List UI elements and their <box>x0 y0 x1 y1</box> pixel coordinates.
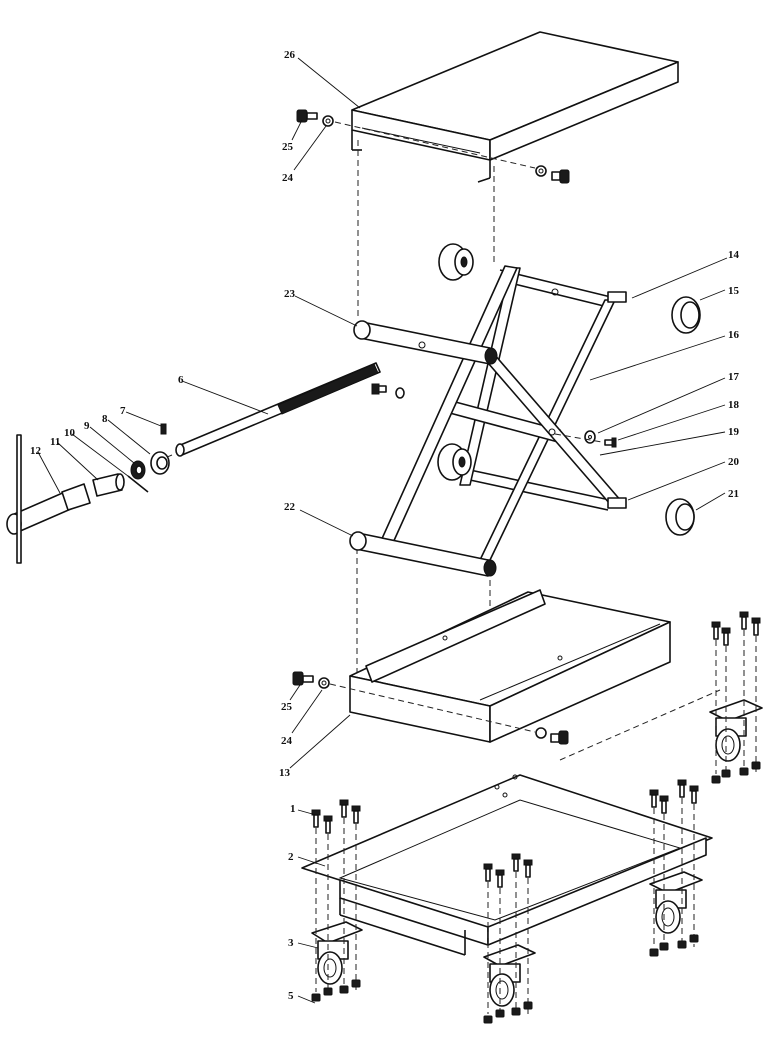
caster-upper-right <box>709 699 763 762</box>
callout-15: 15 <box>728 285 740 297</box>
callout-21: 21 <box>728 488 739 500</box>
screw-sets <box>311 611 761 1024</box>
coupling-11 <box>92 473 125 497</box>
bearing-8 <box>150 451 170 475</box>
lower-bolt-left <box>292 671 330 689</box>
callout-8: 8 <box>102 413 108 425</box>
callout-2: 2 <box>288 851 294 863</box>
callout-16: 16 <box>728 329 740 341</box>
caster-rear-right <box>649 871 703 934</box>
callout-12: 12 <box>30 445 42 457</box>
callout-14: 14 <box>728 249 740 261</box>
top-bolt-left <box>296 109 334 127</box>
callout-20: 20 <box>728 456 740 468</box>
callout-19: 19 <box>728 426 740 438</box>
callout-1: 1 <box>290 803 296 815</box>
handle-10 <box>127 475 149 493</box>
pin-7 <box>160 423 167 435</box>
callout-24-bottom: 24 <box>281 735 293 747</box>
mid-bolt-left <box>371 383 405 399</box>
callout-18: 18 <box>728 399 740 411</box>
caster-front-right <box>483 944 536 1007</box>
callout-5: 5 <box>288 990 294 1002</box>
roller-mid-left <box>437 443 472 481</box>
callout-13: 13 <box>279 767 291 779</box>
base-pan-part <box>301 774 713 956</box>
top-saddle-part <box>351 31 679 183</box>
top-bolt-right <box>535 165 570 184</box>
callout-24-top: 24 <box>282 172 294 184</box>
callout-17: 17 <box>728 371 740 383</box>
callout-labels: 26 25 24 23 14 15 16 6 7 8 9 10 11 12 17… <box>30 49 740 1002</box>
callout-11: 11 <box>50 436 60 448</box>
crank-handle-12 <box>6 434 91 564</box>
callout-22: 22 <box>284 501 296 513</box>
lower-channel-part <box>349 589 671 743</box>
washer-17 <box>584 430 596 444</box>
callout-23: 23 <box>284 288 296 300</box>
leader-lines <box>37 57 728 1004</box>
washer-9 <box>130 460 146 480</box>
callout-6: 6 <box>178 374 184 386</box>
caster-front-left <box>311 921 363 985</box>
callout-9: 9 <box>84 420 90 432</box>
callout-25-bottom: 25 <box>281 701 293 713</box>
roller-21 <box>665 498 695 536</box>
lower-bolt-right <box>535 727 569 745</box>
callout-10: 10 <box>64 427 76 439</box>
screw-18 <box>604 437 617 448</box>
callout-3: 3 <box>288 937 294 949</box>
callout-7: 7 <box>120 405 126 417</box>
roller-top-left <box>438 243 474 281</box>
lead-screw-part <box>175 362 381 457</box>
callout-25-top: 25 <box>282 141 294 153</box>
roller-15 <box>671 296 701 334</box>
scissor-mechanism <box>349 265 627 577</box>
callout-26: 26 <box>284 49 296 61</box>
